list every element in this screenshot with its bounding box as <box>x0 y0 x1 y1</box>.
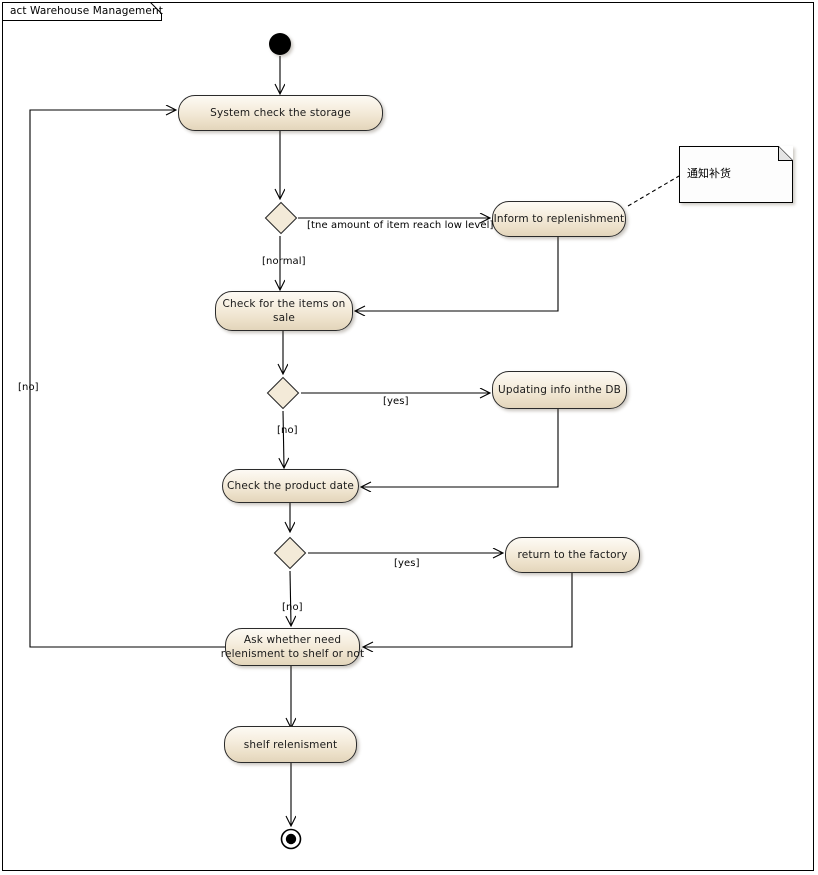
edge-label-no-loop-back: [no] <box>18 382 39 393</box>
edge-label-yes-updating-db: [yes] <box>383 396 409 407</box>
action-inform-to-replenishment[interactable]: Inform to replenishment <box>492 201 626 237</box>
diagram-title: act Warehouse Management <box>10 5 163 17</box>
action-return-to-the-factory[interactable]: return to the factory <box>505 537 640 573</box>
action-label: System check the storage <box>210 107 351 119</box>
action-system-check-the-storage[interactable]: System check the storage <box>178 95 383 131</box>
action-label: Check the product date <box>227 480 354 492</box>
note-text: 通知补货 <box>687 167 731 180</box>
edge-label-no-ask-relenisment: [no] <box>282 602 303 613</box>
final-node <box>280 828 302 850</box>
initial-node <box>269 33 291 55</box>
edge-label-no-product-date: [no] <box>277 425 298 436</box>
action-check-for-the-items-on-sale[interactable]: Check for the items on sale <box>215 291 353 331</box>
action-updating-info-in-the-db[interactable]: Updating info inthe DB <box>492 371 627 409</box>
action-shelf-relenisment[interactable]: shelf relenisment <box>224 726 357 763</box>
edge-label-low-level: [tne amount of item reach low level] <box>307 220 494 231</box>
action-check-the-product-date[interactable]: Check the product date <box>222 469 359 503</box>
decision-product-date[interactable] <box>273 536 307 570</box>
edge-label-yes-return-factory: [yes] <box>394 558 420 569</box>
action-ask-whether-need-relenisment[interactable]: Ask whether need relenisment to shelf or… <box>221 628 364 666</box>
action-label: shelf relenisment <box>243 738 338 751</box>
action-label: Check for the items on sale <box>222 298 346 324</box>
note-notify-replenishment: 通知补货 <box>679 146 793 203</box>
decision-storage-level[interactable] <box>264 201 298 235</box>
edge-label-normal: [normal] <box>262 256 306 267</box>
action-label: return to the factory <box>517 549 628 561</box>
action-label: Updating info inthe DB <box>498 384 621 396</box>
action-label: Inform to replenishment <box>493 213 625 225</box>
diagram-frame-tab: act Warehouse Management <box>2 2 163 21</box>
decision-items-on-sale[interactable] <box>266 376 300 410</box>
action-label: Ask whether need relenisment to shelf or… <box>220 634 365 660</box>
